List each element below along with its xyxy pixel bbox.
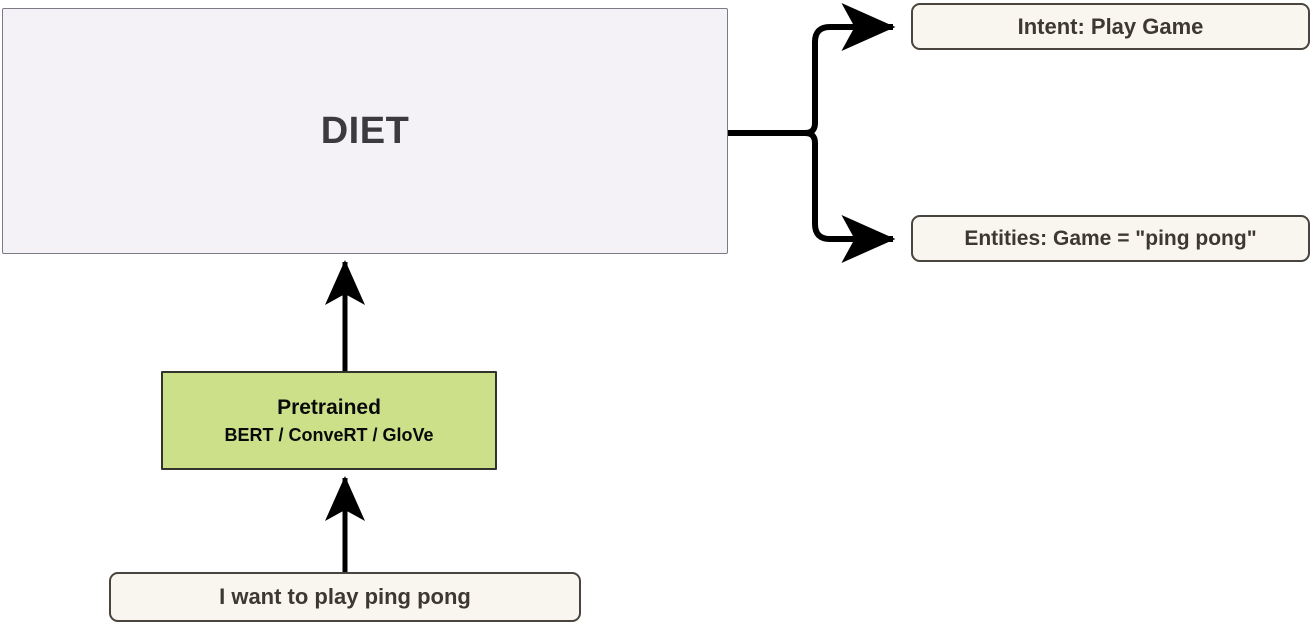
- edge-model-to-entities: [804, 130, 896, 263]
- diet-model-box: DIET: [2, 8, 728, 254]
- user-utterance-box: I want to play ping pong: [109, 572, 581, 622]
- intent-output-box: Intent: Play Game: [911, 3, 1310, 50]
- entities-output-label: Entities: Game = "ping pong": [964, 226, 1257, 250]
- pretrained-embeddings-box: Pretrained BERT / ConveRT / GloVe: [161, 371, 497, 470]
- edge-model-to-intent: [728, 3, 896, 136]
- user-utterance-label: I want to play ping pong: [219, 584, 471, 609]
- entities-output-box: Entities: Game = "ping pong": [911, 215, 1310, 262]
- intent-output-label: Intent: Play Game: [1017, 13, 1204, 39]
- pretrained-models-label: BERT / ConveRT / GloVe: [224, 424, 434, 445]
- diet-model-label: DIET: [320, 109, 410, 152]
- pretrained-title: Pretrained: [277, 395, 381, 419]
